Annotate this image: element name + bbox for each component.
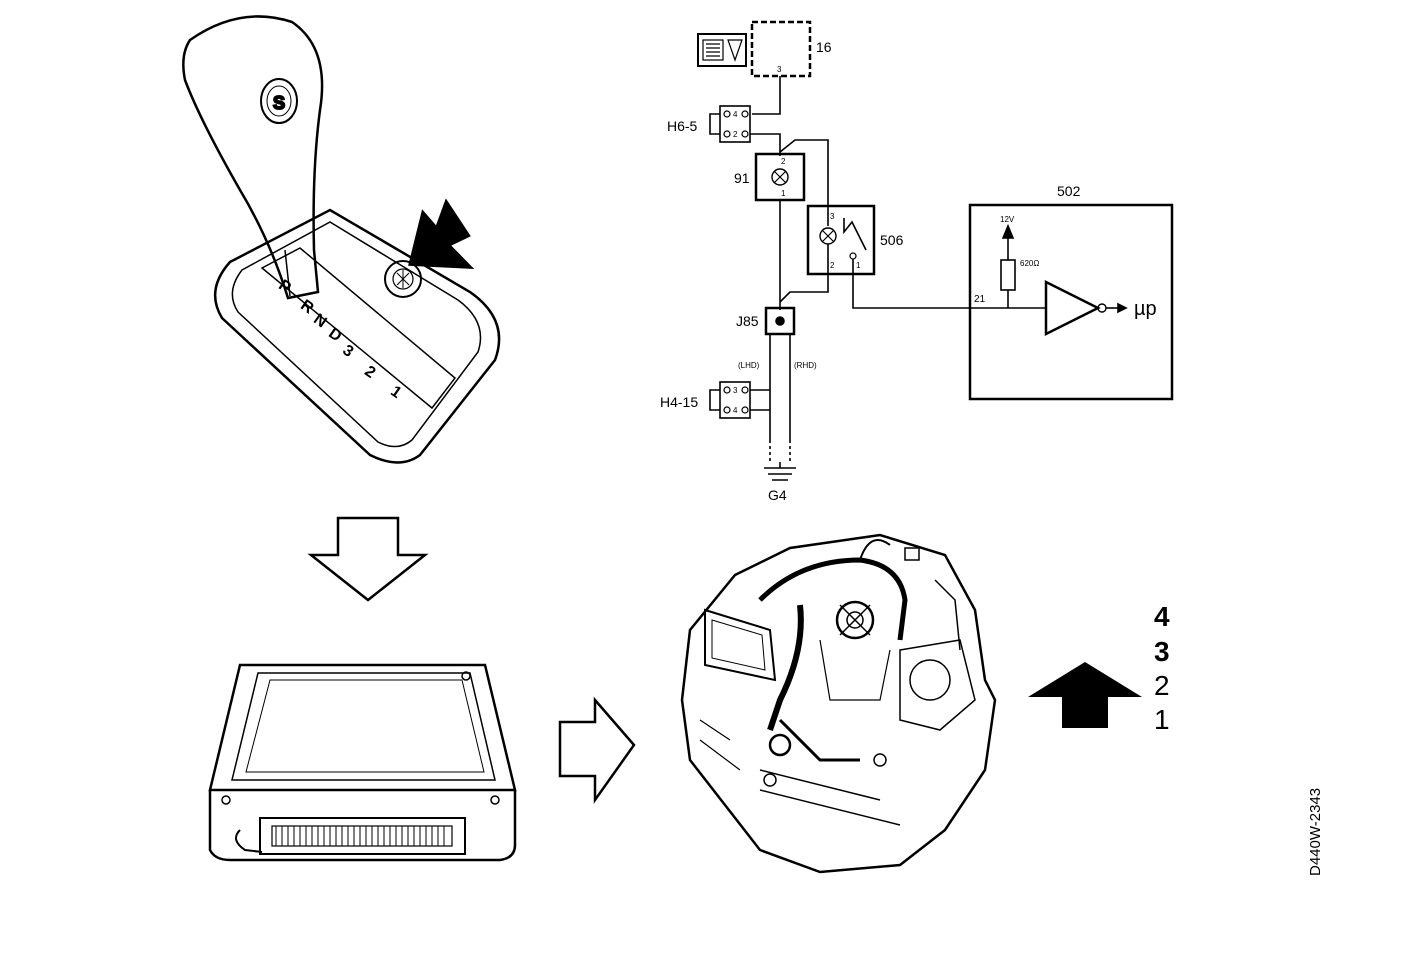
selector-console — [213, 208, 501, 464]
transmission-illustration — [680, 533, 997, 874]
label-output-up: µp — [1134, 298, 1157, 320]
gear-item-3: 3 — [1154, 636, 1170, 667]
transmission-outline — [680, 533, 997, 874]
gate-letter-3: 3 — [339, 342, 356, 361]
selector-lever — [182, 15, 324, 300]
gate-letter-d: D — [325, 325, 344, 346]
pin-h4-3: 3 — [733, 386, 738, 395]
pin-502-21: 21 — [974, 294, 986, 305]
gear-item-1: 1 — [1154, 704, 1170, 735]
flow-arrow-down — [307, 516, 429, 602]
gear-item-2: 2 — [1154, 670, 1170, 701]
pin-h6-4: 4 — [733, 110, 738, 119]
module-502 — [968, 203, 1174, 401]
label-rhd: (RHD) — [794, 361, 817, 370]
winter-mode-button — [384, 260, 422, 298]
label-620-ohm: 620Ω — [1020, 259, 1039, 268]
label-506: 506 — [880, 232, 904, 248]
label-g4: G4 — [768, 487, 787, 503]
gear-selector-illustration: S — [182, 15, 501, 464]
label-h6-5: H6-5 — [667, 118, 698, 134]
pin-506-1: 1 — [856, 261, 861, 270]
label-j85: J85 — [736, 313, 759, 329]
knob-s-letter: S — [273, 93, 285, 113]
pin-506-2: 2 — [830, 261, 835, 270]
module-body — [208, 790, 517, 862]
gate-letter-1: 1 — [387, 383, 404, 402]
label-502: 502 — [1057, 183, 1081, 199]
label-h4-15: H4-15 — [660, 394, 698, 410]
module-connector — [259, 817, 466, 855]
figure-id: D440W-2343 — [1307, 788, 1324, 876]
pin-91-1: 1 — [781, 189, 786, 198]
resistor-620 — [1000, 259, 1016, 291]
gear-item-4: 4 — [1154, 601, 1170, 632]
control-module-illustration — [208, 663, 517, 862]
upshift-arrow — [1028, 662, 1142, 728]
pointer-arrow — [408, 198, 475, 270]
flow-arrow-right — [558, 696, 636, 804]
pin-91-2: 2 — [781, 157, 786, 166]
switch-506 — [806, 204, 876, 276]
knob-s-button — [260, 78, 298, 124]
pin-h4-4: 4 — [733, 406, 738, 415]
wiring-labels: 16 3 H6-5 4 2 91 2 1 506 3 2 1 J85 (LHD)… — [660, 39, 1157, 503]
connector-j85 — [764, 306, 796, 336]
gate-letter-p: P — [275, 277, 294, 297]
label-91: 91 — [734, 170, 750, 186]
connector-h6-5 — [719, 105, 751, 143]
buffer-amplifier — [1044, 279, 1101, 337]
gate-letter-n: N — [310, 311, 329, 332]
gear-list: 4 3 2 1 — [1154, 601, 1170, 735]
gate-letter-2: 2 — [361, 363, 378, 382]
display-symbol-icon — [697, 33, 747, 67]
pin-506-3: 3 — [830, 212, 835, 221]
pin-16-3: 3 — [777, 65, 782, 74]
selector-gate — [260, 247, 457, 410]
display-module-16 — [750, 20, 812, 78]
label-16: 16 — [816, 39, 832, 55]
connector-h4-15 — [719, 381, 751, 419]
wiring-diagram — [697, 20, 1174, 481]
pin-h6-2: 2 — [733, 130, 738, 139]
label-12v: 12V — [1000, 215, 1015, 224]
label-lhd: (LHD) — [738, 361, 760, 370]
